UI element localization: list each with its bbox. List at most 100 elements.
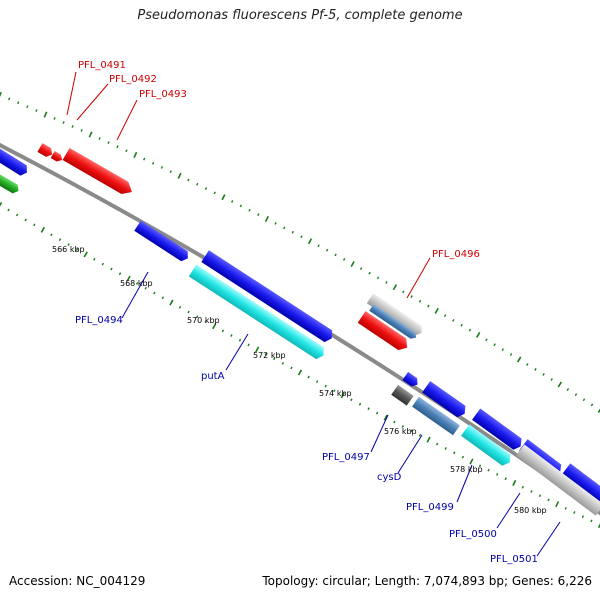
inner-tick-ring (0, 202, 600, 529)
tick-mark (307, 238, 313, 245)
tick-mark (542, 373, 545, 376)
tick-mark (297, 369, 303, 376)
tick-mark (204, 187, 208, 190)
gene-labels-red: PFL_0491 PFL_0492 PFL_0493 PFL_0496 (78, 60, 480, 260)
tick-mark (468, 328, 472, 332)
tick-mark (98, 137, 101, 140)
gene-PFL_0497-small[interactable] (402, 371, 420, 389)
genome-backbone (0, 142, 600, 516)
tick-mark (402, 290, 405, 294)
gene-blue-0499a[interactable] (472, 408, 525, 452)
tick-mark (376, 276, 380, 280)
label-putA: putA (201, 371, 225, 382)
scale-label: 572 kbp (253, 351, 286, 360)
label-PFL_0501: PFL_0501 (490, 554, 538, 565)
gene-left-edge-blue[interactable] (0, 146, 30, 177)
tick-mark (307, 375, 310, 379)
tick-mark (187, 178, 190, 182)
tick-mark (478, 464, 482, 468)
tick-mark (153, 291, 156, 295)
gene-blue-0501a[interactable] (561, 463, 600, 511)
tick-mark (582, 398, 586, 402)
tick-mark (187, 310, 190, 314)
gene-putA[interactable] (188, 264, 327, 362)
gene-steel-0496b[interactable] (369, 304, 418, 341)
tick-mark (452, 319, 455, 322)
label-PFL_0500: PFL_0500 (449, 529, 497, 540)
tick-mark (26, 105, 29, 109)
tick-mark (550, 378, 553, 381)
tick-mark (315, 380, 319, 384)
gene-PFL_0494[interactable] (134, 220, 191, 264)
genome-summary-text: Topology: circular; Length: 7,074,893 bp… (262, 574, 592, 588)
tick-mark (358, 402, 362, 406)
tick-mark (281, 361, 285, 365)
tick-mark (0, 91, 2, 98)
label-PFL_0497: PFL_0497 (322, 452, 370, 463)
tick-mark (255, 346, 260, 353)
tick-mark (24, 218, 27, 222)
gene-PFL_0493[interactable] (62, 147, 136, 198)
tick-mark (590, 403, 594, 407)
gene-blue-long[interactable] (201, 250, 335, 344)
tick-mark (453, 451, 456, 455)
gene-labels-blue: PFL_0494 putA PFL_0497 cysD PFL_0499 PFL… (75, 315, 538, 565)
tick-mark (367, 407, 370, 411)
tick-mark (50, 233, 53, 237)
outer-tick-ring (0, 91, 600, 413)
tick-mark (177, 172, 182, 179)
tick-mark (273, 357, 276, 361)
tick-mark (516, 356, 522, 363)
tick-mark (564, 506, 567, 510)
tick-mark (80, 129, 83, 132)
tick-mark (501, 348, 505, 351)
gene-left-edge-green[interactable] (0, 167, 21, 196)
tick-mark (566, 388, 570, 391)
gene-PFL_0491[interactable] (37, 143, 54, 159)
tick-mark (116, 145, 119, 149)
gene-blue-0498[interactable] (422, 381, 469, 419)
tick-mark (17, 101, 20, 105)
tick-mark (324, 384, 327, 388)
label-PFL_0494: PFL_0494 (75, 315, 123, 326)
tick-mark (7, 208, 10, 212)
tick-mark (221, 194, 226, 201)
tick-mark (475, 331, 481, 338)
tick-mark (213, 191, 216, 195)
tick-mark (160, 166, 164, 169)
tick-mark (230, 334, 233, 337)
scale-label: 568 kbp (120, 279, 153, 288)
gene-PFL_0496[interactable] (357, 311, 411, 353)
tick-mark (169, 170, 172, 173)
tick-mark (110, 267, 113, 271)
tick-mark (43, 111, 48, 118)
tick-mark (67, 243, 70, 246)
gene-PFL_0492[interactable] (50, 151, 65, 163)
gene-PFL_0499[interactable] (461, 424, 514, 468)
tick-mark (126, 275, 131, 282)
tick-mark (530, 490, 533, 493)
tick-mark (426, 436, 431, 443)
gene-PFL_0497[interactable] (391, 384, 414, 406)
tick-mark (350, 398, 353, 402)
tick-mark (143, 157, 146, 161)
tick-mark (196, 182, 199, 186)
tick-mark (385, 281, 388, 284)
tick-mark (300, 235, 303, 239)
scale-label: 566 kbp (52, 245, 85, 254)
tick-mark (581, 515, 585, 519)
tick-mark (264, 215, 270, 223)
gene-cysD[interactable] (412, 396, 460, 436)
tick-mark (264, 352, 267, 356)
tick-mark (8, 97, 11, 101)
tick-mark (204, 320, 207, 323)
tick-mark (248, 208, 251, 212)
gene-PFL_0500[interactable] (515, 444, 600, 516)
tick-mark (144, 286, 147, 290)
gene-silver-0496a[interactable] (366, 293, 425, 338)
scale-label: 580 kbp (514, 506, 547, 515)
tick-mark (212, 323, 217, 330)
tick-mark (283, 226, 286, 230)
label-cysD: cysD (377, 472, 402, 483)
